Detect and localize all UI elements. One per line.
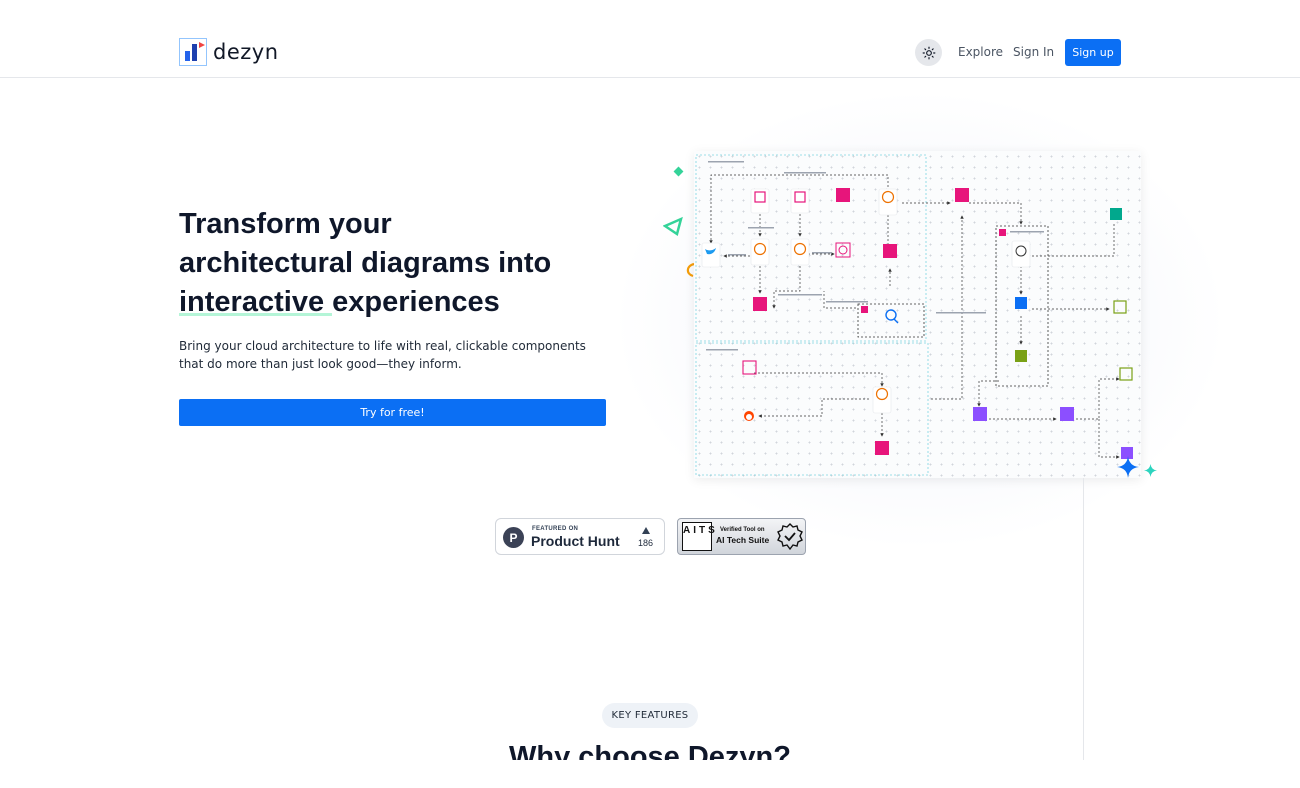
hero-title-rest: experiences: [332, 286, 500, 318]
features-title: Why choose Dezyn?: [509, 741, 791, 760]
upvote-triangle-icon: [642, 527, 650, 534]
ai-tech-suite-badge[interactable]: AITS Verified Tool on AI Tech Suite: [677, 518, 806, 555]
architecture-diagram-preview[interactable]: [694, 151, 1141, 478]
diamond-deco-icon: [673, 166, 684, 177]
triangle-deco-icon: [663, 216, 683, 236]
hero-subtitle: Bring your cloud architecture to life wi…: [179, 339, 586, 371]
sign-up-button[interactable]: Sign up: [1065, 39, 1121, 66]
sparkle-blue-icon: [1117, 456, 1139, 478]
ai-suite-name: AI Tech Suite: [716, 535, 770, 545]
product-hunt-badge[interactable]: P FEATURED ON Product Hunt 186: [495, 518, 665, 555]
divider-line: [1083, 478, 1084, 760]
hero-title-line2: architectural diagrams into: [179, 247, 552, 279]
hero-title: Transform your architectural diagrams in…: [179, 205, 639, 322]
logo-mark-icon: [179, 38, 207, 66]
logo[interactable]: dezyn: [179, 38, 279, 66]
product-hunt-logo-icon: P: [503, 527, 524, 548]
ph-name: Product Hunt: [531, 533, 620, 549]
sparkle-teal-icon: [1144, 464, 1157, 477]
ai-verified-text: Verified Tool on: [720, 527, 765, 533]
try-for-free-button[interactable]: Try for free!: [179, 399, 606, 426]
sun-icon: [922, 46, 935, 59]
logo-text: dezyn: [213, 40, 279, 64]
ph-upvote-count: 186: [638, 538, 654, 548]
hero-title-line1: Transform your: [179, 208, 392, 240]
key-features-pill: KEY FEATURES: [602, 703, 698, 728]
theme-toggle-button[interactable]: [915, 39, 942, 66]
site-header: dezyn Explore Sign In Sign up: [0, 0, 1300, 78]
ph-featured-on: FEATURED ON: [532, 526, 579, 532]
aits-logo: AITS: [682, 522, 715, 551]
hero-title-highlight: interactive: [179, 286, 333, 318]
nav-sign-in-link[interactable]: Sign In: [1013, 45, 1055, 59]
verified-seal-icon: [777, 523, 803, 551]
nav-explore-link[interactable]: Explore: [958, 45, 1004, 59]
swirl-deco-icon: [686, 262, 695, 278]
